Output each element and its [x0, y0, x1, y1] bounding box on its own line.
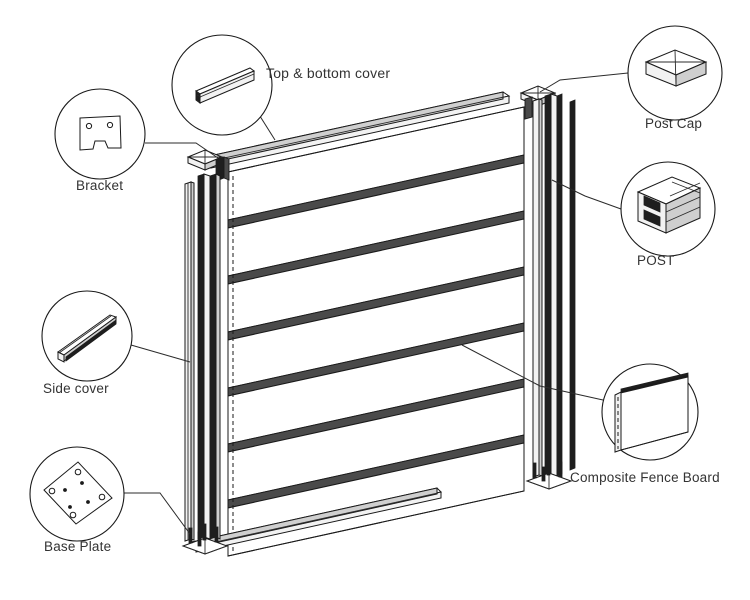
callout-label-post: POST — [637, 253, 675, 268]
leader-side-cover — [130, 344, 191, 363]
leader-post-cap — [539, 72, 629, 93]
callout-side-cover[interactable] — [41, 290, 133, 382]
left-base-plate — [181, 523, 229, 555]
callout-label-post-cap: Post Cap — [645, 116, 703, 131]
right-base-bolts — [532, 458, 563, 482]
flat-bracket-plate-icon — [79, 115, 122, 151]
left-base-bolts — [188, 523, 219, 547]
callout-label-side-cover: Side cover — [43, 381, 109, 396]
callout-label-base-plate: Base Plate — [44, 539, 112, 554]
right-base-plate — [525, 458, 573, 490]
callout-base-plate[interactable] — [29, 446, 125, 542]
leader-top-bottom-cover — [257, 112, 276, 141]
square-base-plate-icon — [43, 461, 113, 525]
callout-label-composite-fence-board: Composite Fence Board — [570, 470, 720, 485]
leader-base-plate — [124, 492, 191, 535]
left-bracket — [215, 156, 230, 182]
callout-post-cap[interactable] — [627, 25, 723, 121]
left-post-assembly — [181, 149, 230, 555]
right-bracket — [524, 96, 533, 120]
extruded-rail-profile-icon — [195, 67, 255, 104]
l-channel-side-cover-icon — [57, 314, 118, 363]
hollow-board-panel-icon — [614, 372, 689, 453]
leader-composite-fence-board — [461, 344, 604, 401]
callout-top-bottom-cover[interactable] — [171, 34, 273, 136]
callout-label-top-bottom-cover: Top & bottom cover — [266, 65, 391, 81]
callout-post[interactable] — [620, 161, 716, 257]
callout-bracket[interactable] — [54, 88, 146, 180]
right-side-cover — [532, 98, 543, 478]
leader-post — [551, 179, 622, 210]
post-extrusion-icon — [636, 176, 702, 234]
left-post — [197, 173, 221, 540]
pyramid-post-cap-icon — [644, 49, 708, 87]
top-cover-rail — [203, 91, 511, 169]
fence-assembly — [181, 85, 576, 557]
right-outer-side-cover — [569, 99, 576, 471]
callout-label-bracket: Bracket — [76, 178, 124, 193]
right-post — [544, 93, 563, 477]
fence-panel — [227, 106, 525, 557]
callout-composite-fence-board[interactable] — [601, 363, 699, 461]
leader-lines — [124, 72, 629, 535]
leader-bracket — [145, 142, 219, 159]
right-post-assembly — [519, 85, 576, 490]
